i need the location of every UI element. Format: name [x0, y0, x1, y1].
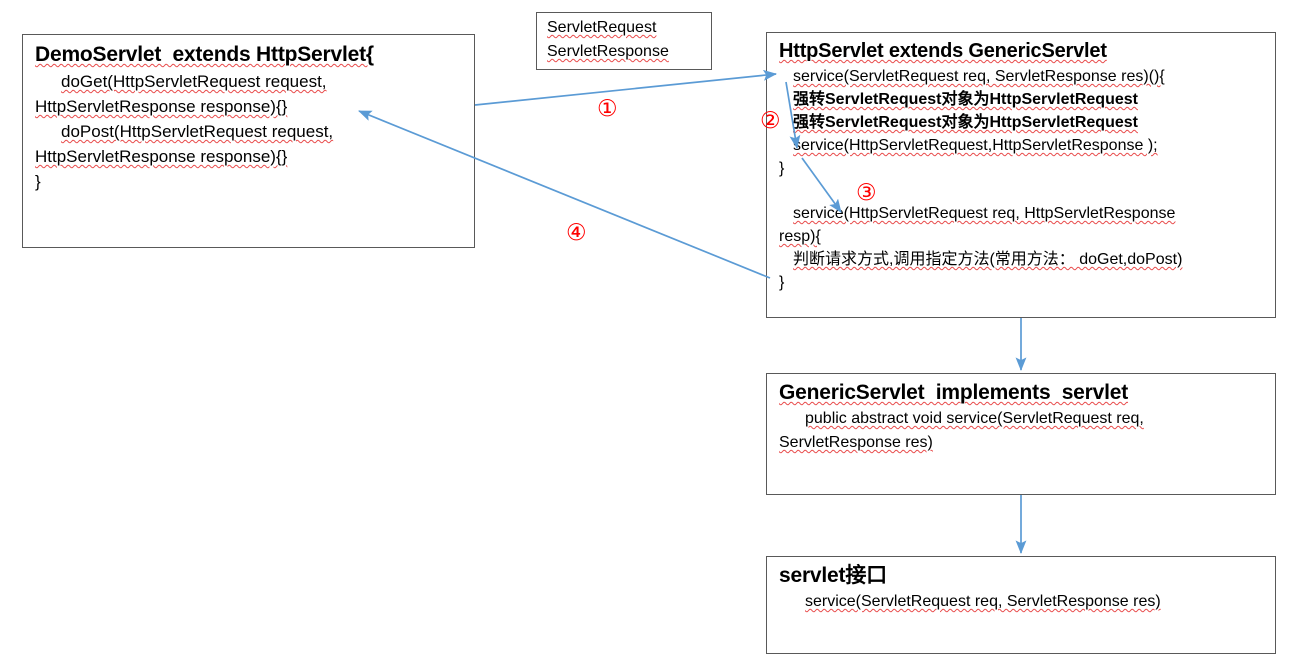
arrow-demo-to-httpservlet [474, 69, 778, 106]
http-servlet-line-4: service(HttpServletRequest,HttpServletRe… [793, 137, 1158, 154]
generic-servlet-line-1: public abstract void service(ServletRequ… [805, 410, 1144, 427]
demo-servlet-header-text: DemoServlet extends HttpServlet{ [35, 43, 374, 66]
step-marker-3: ③ [856, 180, 877, 206]
servlet-interface-header: servlet接口 [779, 564, 887, 587]
servlet-response-label: ServletResponse [547, 43, 669, 60]
servlet-interface-line-1: service(ServletRequest req, ServletRespo… [805, 593, 1161, 610]
servlet-request-response-box: ServletRequest ServletResponse [536, 12, 712, 70]
demo-servlet-box: DemoServlet extends HttpServlet{ doGet(H… [22, 34, 475, 248]
generic-servlet-line-2: ServletResponse res) [779, 434, 933, 451]
http-servlet-line-2: 强转ServletRequest对象为HttpServletRequest [793, 91, 1138, 108]
http-servlet-line-1: service(ServletRequest req, ServletRespo… [793, 68, 1165, 85]
demo-servlet-line-1: doGet(HttpServletRequest request, [61, 72, 327, 91]
servlet-interface-box: servlet接口 service(ServletRequest req, Se… [766, 556, 1276, 654]
step-marker-1: ① [597, 96, 618, 122]
servlet-request-label: ServletRequest [547, 19, 657, 36]
http-servlet-line-9: } [779, 274, 785, 291]
step-marker-4: ④ [566, 220, 587, 246]
demo-servlet-line-4: HttpServletResponse response){} [35, 147, 288, 166]
generic-servlet-box: GenericServlet implements servlet public… [766, 373, 1276, 495]
http-servlet-box: HttpServlet extends GenericServlet servi… [766, 32, 1276, 318]
http-servlet-line-7: resp){ [779, 228, 821, 245]
http-servlet-spacer [779, 180, 1267, 202]
demo-servlet-line-5: } [35, 172, 41, 191]
http-servlet-header: HttpServlet extends GenericServlet [779, 40, 1107, 62]
demo-servlet-line-2: HttpServletResponse response){} [35, 97, 288, 116]
demo-servlet-header: DemoServlet extends HttpServlet{ [35, 41, 464, 69]
http-servlet-line-6: service(HttpServletRequest req, HttpServ… [793, 205, 1176, 222]
demo-servlet-line-3: doPost(HttpServletRequest request, [61, 122, 334, 141]
step-marker-2: ② [760, 108, 781, 134]
http-servlet-line-5: } [779, 160, 785, 177]
http-servlet-line-8: 判断请求方式,调用指定方法(常用方法： doGet,doPost) [793, 251, 1183, 268]
http-servlet-line-3: 强转ServletRequest对象为HttpServletRequest [793, 114, 1138, 131]
generic-servlet-header: GenericServlet implements servlet [779, 381, 1129, 404]
